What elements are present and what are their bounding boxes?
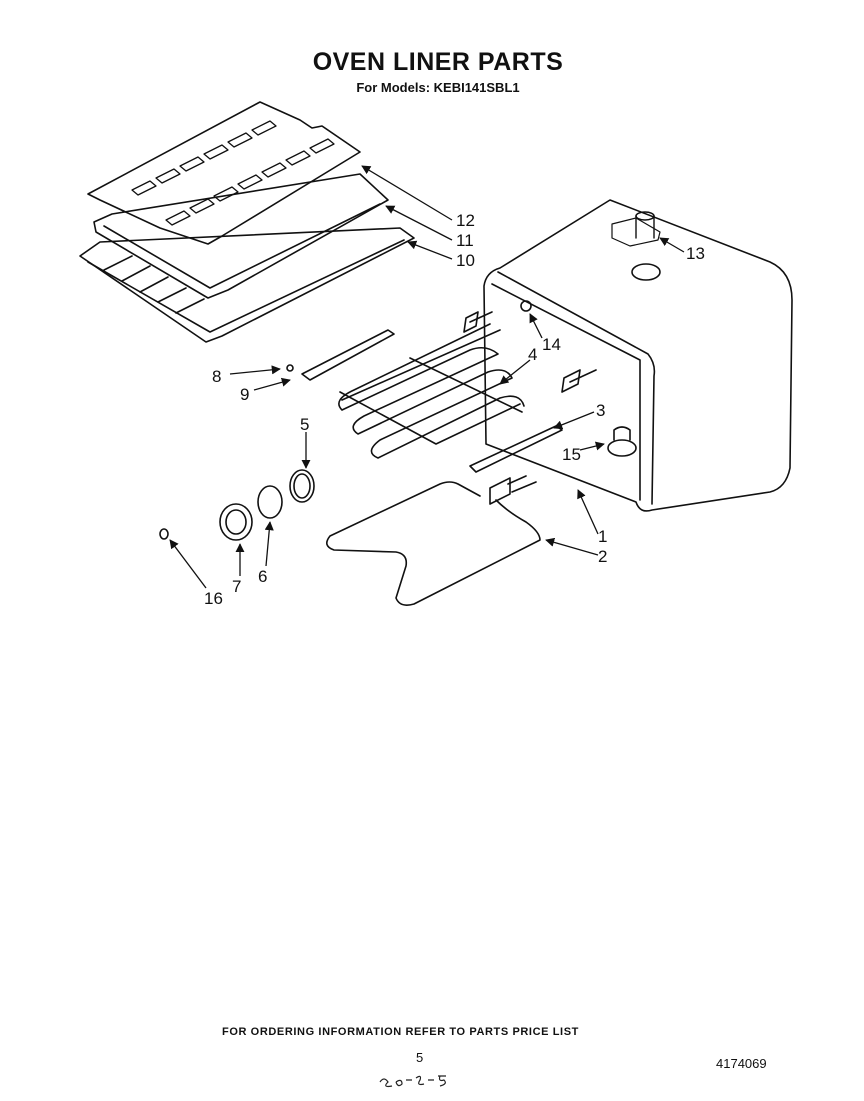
callout-7: 7	[232, 577, 241, 596]
document-number: 4174069	[716, 1056, 767, 1071]
callout-1: 1	[598, 527, 607, 546]
broil-support-part	[469, 425, 563, 473]
callout-8: 8	[212, 367, 221, 386]
callout-13: 13	[686, 244, 705, 263]
callout-4: 4	[528, 345, 537, 364]
broiler-pan-part	[93, 173, 389, 299]
callout-3: 3	[596, 401, 605, 420]
callout-leaders	[169, 165, 685, 589]
model-subtitle: For Models: KEBI141SBL1	[356, 80, 520, 95]
callout-16: 16	[204, 589, 223, 608]
bake-element-part	[338, 311, 597, 459]
callout-10: 10	[456, 251, 475, 270]
window-assembly-part	[159, 469, 315, 541]
callout-5: 5	[300, 415, 309, 434]
callout-9: 9	[240, 385, 249, 404]
element-bracket-part	[286, 329, 395, 381]
callout-15: 15	[562, 445, 581, 464]
page-title: OVEN LINER PARTS	[312, 48, 564, 76]
ordering-note: FOR ORDERING INFORMATION REFER TO PARTS …	[222, 1026, 579, 1038]
broil-element-part	[326, 475, 541, 606]
callout-12: 12	[456, 211, 475, 230]
page-number: 5	[416, 1050, 424, 1065]
oven-liner-part	[483, 199, 793, 512]
oven-rack-part	[79, 227, 415, 343]
callout-6: 6	[258, 567, 267, 586]
callout-2: 2	[598, 547, 607, 566]
broiler-grid-part	[87, 101, 361, 245]
callout-14: 14	[542, 335, 561, 354]
handwritten-mark	[379, 1075, 446, 1088]
callout-11: 11	[456, 231, 474, 250]
